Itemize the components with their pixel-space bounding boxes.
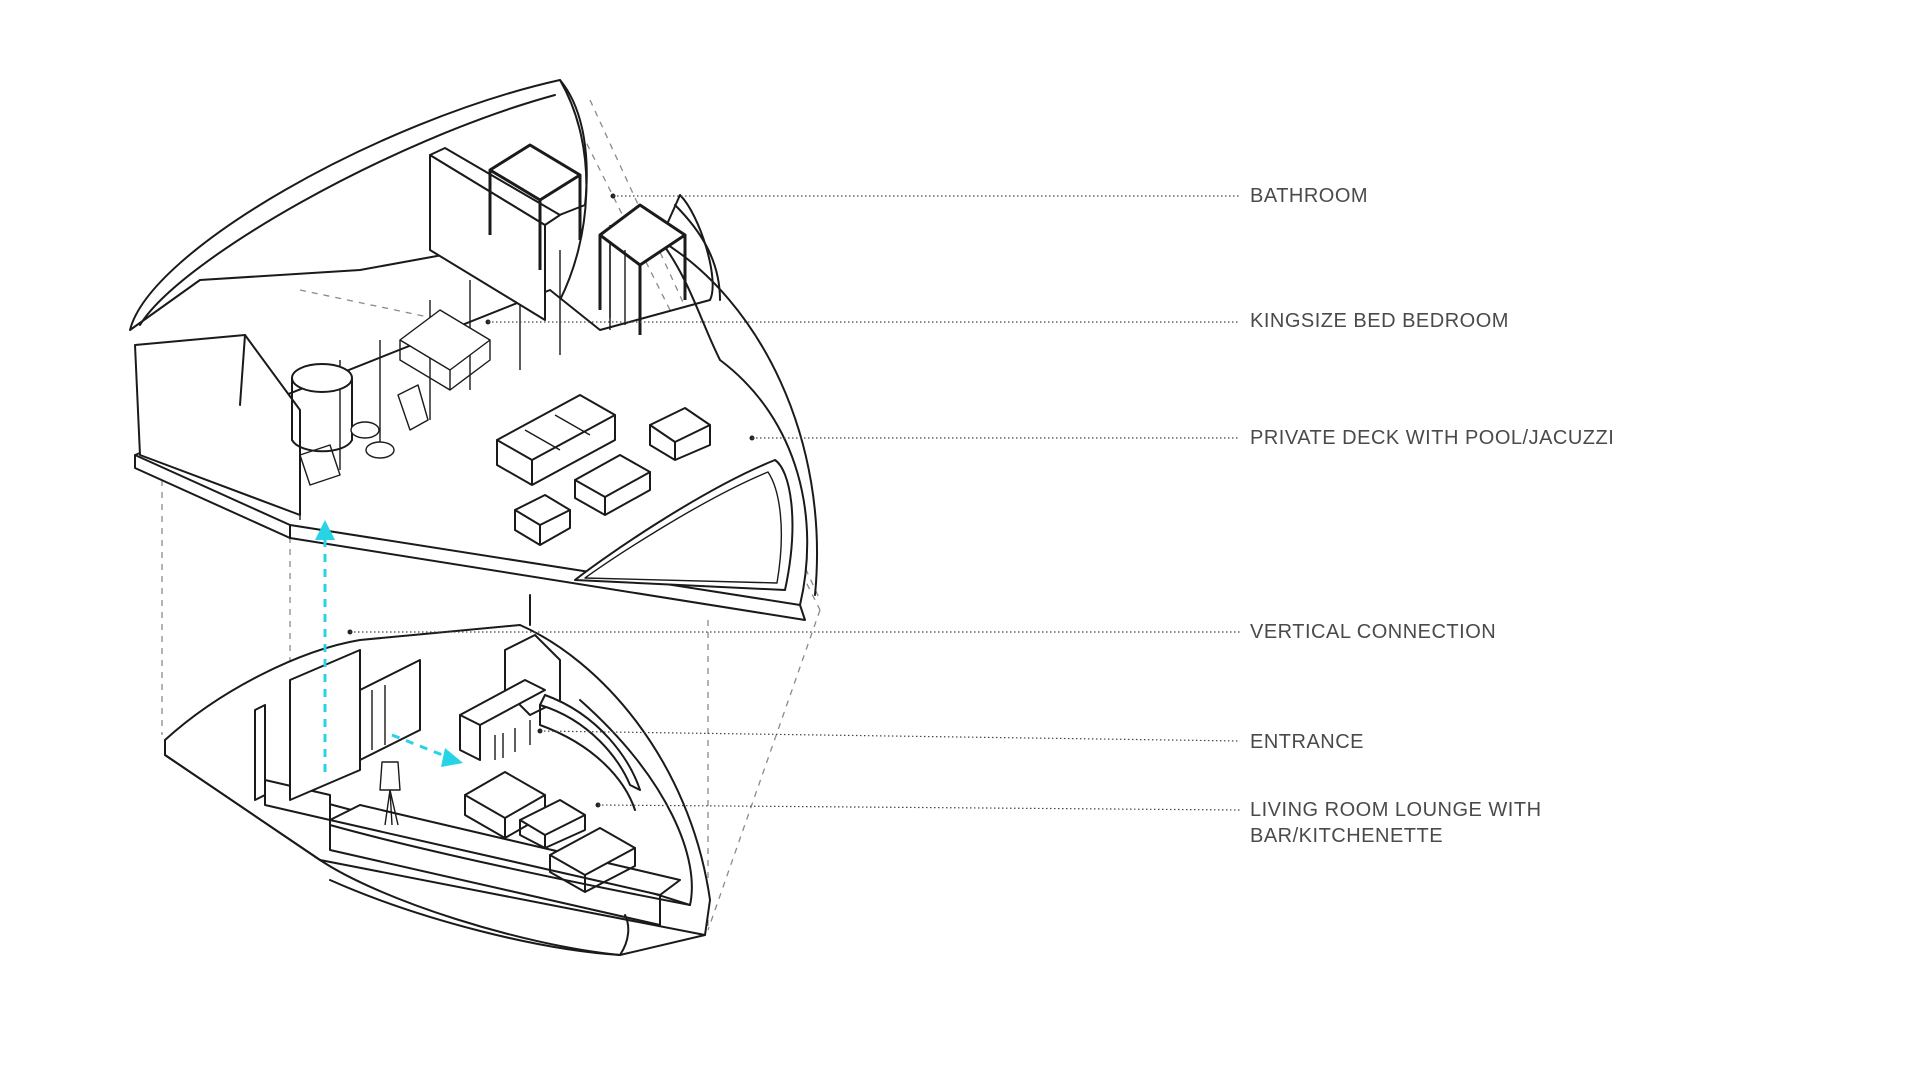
label-vertical-connection: VERTICAL CONNECTION xyxy=(1250,621,1497,643)
circulation-arrows xyxy=(315,520,463,772)
label-living-room-line2: BAR/KITCHENETTE xyxy=(1250,825,1444,847)
label-bathroom: BATHROOM xyxy=(1250,185,1369,207)
upper-level xyxy=(129,79,819,626)
lower-level xyxy=(164,624,711,956)
label-deck: PRIVATE DECK WITH POOL/JACUZZI xyxy=(1250,427,1615,449)
label-living-room-line1: LIVING ROOM LOUNGE WITH xyxy=(1250,799,1542,821)
label-bedroom: KINGSIZE BED BEDROOM xyxy=(1250,310,1509,332)
leader-lines xyxy=(347,193,1241,811)
label-entrance: ENTRANCE xyxy=(1250,731,1365,753)
